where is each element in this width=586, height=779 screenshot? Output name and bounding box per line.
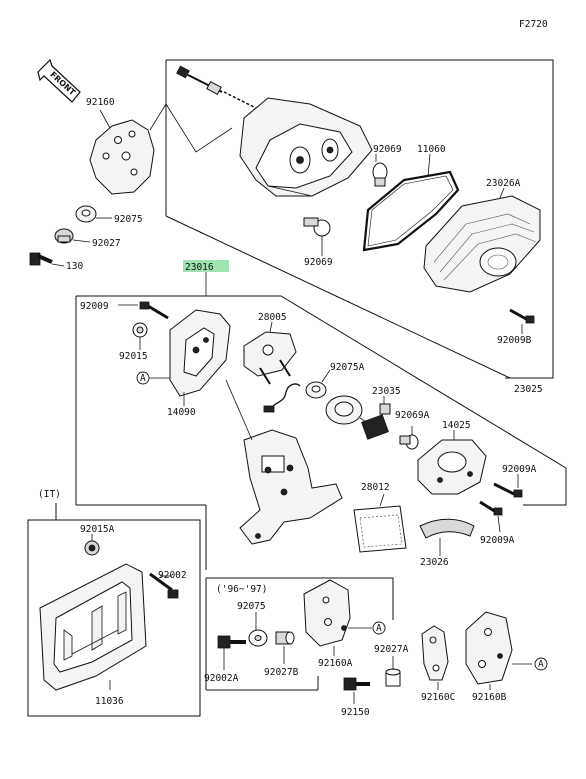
part-92069A-bulb (399, 426, 419, 450)
label-11060: 11060 (417, 144, 446, 155)
label-14025: 14025 (442, 420, 471, 431)
label-92160C: 92160C (421, 692, 455, 703)
ref-mark-left: A (136, 371, 176, 385)
label-92027: 92027 (92, 238, 121, 249)
label-92150: 92150 (341, 707, 370, 718)
label-92015A: 92015A (80, 524, 115, 535)
part-92075A-socket (263, 369, 331, 413)
part-23035-socket (361, 396, 391, 440)
label-23025: 23025 (514, 384, 543, 395)
ref-mark-right: A (534, 657, 548, 671)
highlight-23016 (183, 260, 229, 272)
ref-mark-a-2: A (376, 623, 382, 634)
label-92075A: 92075A (330, 362, 365, 373)
part-92015-nut (132, 322, 148, 350)
part-92015A-nut (84, 534, 100, 556)
label-92015: 92015 (119, 351, 148, 362)
label-92027B: 92027B (264, 667, 299, 678)
part-28005-bracket (243, 321, 297, 385)
label-92075-low: 92075 (237, 601, 266, 612)
part-23026-lens (419, 518, 475, 556)
label-92069-a: 92069 (373, 144, 402, 155)
part-11060-gasket (362, 153, 460, 252)
label-23035: 23035 (372, 386, 401, 397)
part-92160A-bracket (303, 579, 372, 656)
part-92069-bulb-upper (372, 154, 388, 187)
label-14090: 14090 (167, 407, 196, 418)
ref-mark-mid: A (372, 621, 386, 635)
label-92160B: 92160B (472, 692, 507, 703)
label-92009B: 92009B (497, 335, 532, 346)
part-92160-bracket (89, 103, 233, 195)
part-92075-spacer (248, 612, 268, 647)
part-92009-screw (118, 301, 169, 320)
label-92002: 92002 (158, 570, 187, 581)
front-arrow-icon: FRONT (37, 58, 81, 103)
label-23026: 23026 (420, 557, 449, 568)
part-14090-cover (169, 309, 231, 406)
middle-frame (75, 260, 567, 570)
label-92009A-a: 92009A (502, 464, 537, 475)
label-92002A: 92002A (204, 673, 239, 684)
part-taillight-housing (176, 65, 373, 197)
part-11036-plate-holder (39, 563, 147, 691)
label-28012: 28012 (361, 482, 390, 493)
part-92002-bolt (149, 572, 179, 599)
part-plate-bracket (225, 379, 343, 545)
label-11036: 11036 (95, 696, 124, 707)
model-year-frame (205, 577, 394, 691)
label-92160A: 92160A (318, 658, 353, 669)
it-frame (27, 503, 201, 717)
part-92069-bulb-lower (303, 217, 331, 256)
model-note: ('96~'97) (216, 584, 267, 595)
part-92027A-collar (385, 656, 401, 687)
upper-frame (165, 59, 554, 379)
figure-code: F2720 (519, 19, 548, 30)
label-130: 130 (66, 261, 83, 272)
part-92009A-screw-b (479, 500, 503, 533)
part-socket-body (325, 395, 373, 427)
part-92027-grommet (54, 228, 91, 244)
label-23016: 23016 (185, 262, 214, 273)
part-92160B-bracket (465, 611, 532, 690)
part-28012-reflector (353, 493, 407, 553)
part-23026A-lens (423, 187, 541, 293)
part-92002A-bolt (217, 635, 246, 670)
part-14025-housing (417, 430, 487, 495)
part-92160C-bracket (421, 625, 449, 690)
ref-mark-a-1: A (140, 373, 146, 384)
label-92009: 92009 (80, 301, 109, 312)
region-note: (IT) (38, 489, 61, 500)
part-130-bolt (29, 252, 65, 267)
part-92027B-collar (275, 631, 295, 664)
label-92069-b: 92069 (304, 257, 333, 268)
label-92009A-b: 92009A (480, 535, 515, 546)
part-92009B-screw (509, 308, 535, 334)
label-28005: 28005 (258, 312, 287, 323)
part-92009A-screw-a (493, 474, 523, 498)
label-23026A: 23026A (486, 178, 521, 189)
ref-mark-a-3: A (538, 659, 544, 670)
part-92150-bolt (343, 677, 370, 704)
label-92069A: 92069A (395, 410, 430, 421)
label-92160: 92160 (86, 97, 115, 108)
part-92075-collar (75, 205, 112, 223)
label-92075-top: 92075 (114, 214, 143, 225)
label-92027A: 92027A (374, 644, 409, 655)
